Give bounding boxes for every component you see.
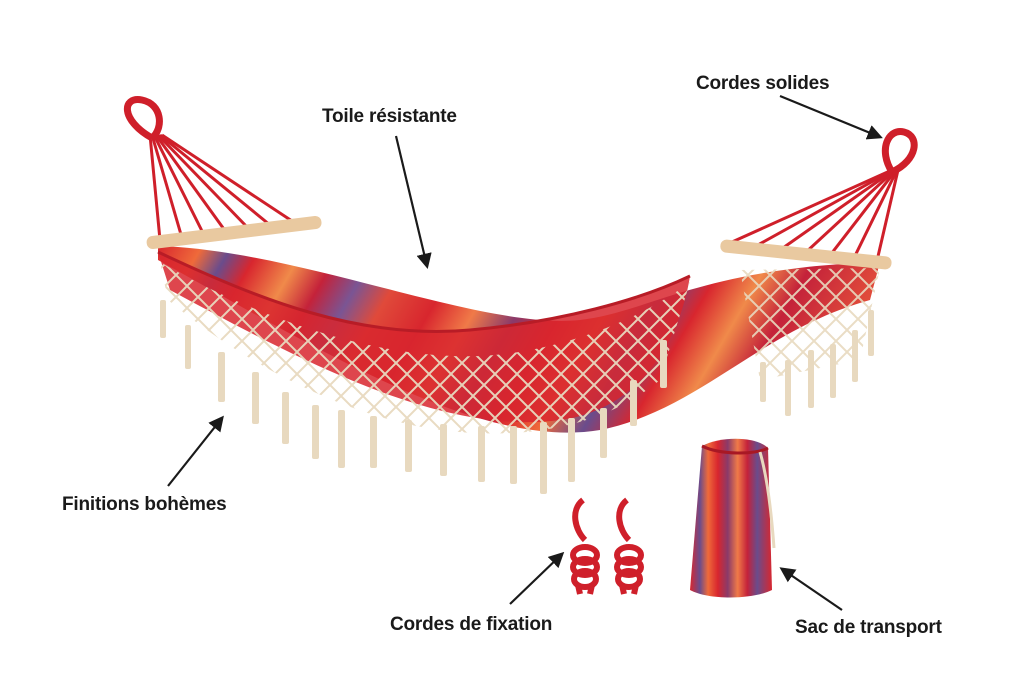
fringe-netting-right — [740, 268, 880, 380]
left-spreader-bar — [146, 216, 322, 249]
label-cordes-solides: Cordes solides — [696, 73, 830, 94]
label-finitions-bohemes: Finitions bohèmes — [62, 494, 227, 515]
left-ropes — [148, 133, 293, 241]
carry-bag — [690, 438, 776, 598]
callout-arrows — [167, 94, 883, 611]
label-toile-resistante: Toile résistante — [322, 106, 457, 127]
tassels — [160, 300, 874, 494]
right-spreader-bar — [720, 239, 892, 270]
left-loop — [124, 96, 163, 142]
fixation-ropes — [570, 497, 644, 595]
label-cordes-de-fixation: Cordes de fixation — [390, 614, 553, 635]
fringe-netting — [160, 262, 690, 434]
right-loop — [881, 128, 918, 176]
label-sac-de-transport: Sac de transport — [795, 617, 942, 638]
right-ropes — [731, 168, 900, 266]
